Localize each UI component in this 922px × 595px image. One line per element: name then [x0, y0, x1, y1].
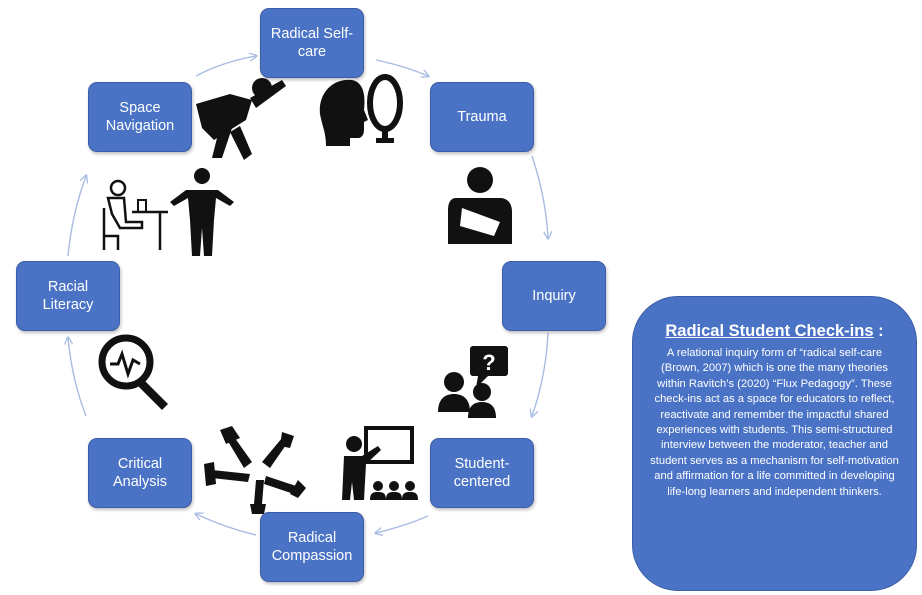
node-label-racial-literacy: Racial Literacy [42, 279, 94, 313]
node-radical-compassion: Radical Compassion [260, 512, 364, 582]
node-label-critical-analysis: Critical Analysis [113, 456, 167, 490]
cycle-arrows [68, 56, 548, 535]
svg-text:?: ? [482, 350, 495, 375]
node-radical-self-care: Radical Self- care [260, 8, 364, 78]
node-racial-literacy: Racial Literacy [16, 261, 120, 331]
callout-title-suffix: : [873, 322, 884, 340]
node-label-space-navigation: Space Navigation [105, 100, 175, 134]
callout-title: Radical Student Check-ins : [647, 321, 902, 341]
magnifier-pulse-icon [98, 334, 168, 410]
node-label-radical-self-care: Radical Self- care [270, 26, 354, 60]
superhero-flying-icon [196, 78, 286, 160]
node-inquiry: Inquiry [502, 261, 606, 331]
arrow-inquiry-to-student [532, 332, 549, 416]
teacher-presentation-icon [342, 426, 418, 500]
node-critical-analysis: Critical Analysis [88, 438, 192, 508]
callout-title-text: Radical Student Check-ins [665, 322, 874, 340]
arrow-literacy-to-space [67, 176, 86, 257]
node-label-inquiry: Inquiry [532, 288, 576, 304]
joined-hands-icon [204, 426, 306, 514]
node-label-trauma: Trauma [457, 109, 507, 125]
check-ins-callout: Radical Student Check-ins : A relational… [632, 296, 917, 591]
callout-body: A relational inquiry form of “radical se… [650, 347, 899, 498]
arrow-compassion-to-critical [196, 514, 257, 536]
arrow-trauma-to-inquiry [531, 155, 548, 238]
injured-arm-sling-icon [448, 167, 512, 244]
arrow-critical-to-literacy [68, 338, 87, 417]
arrow-space-to-selfcare [195, 56, 256, 77]
node-label-student-centered: Student- centered [453, 456, 511, 490]
node-space-navigation: Space Navigation [88, 82, 192, 152]
node-label-radical-compassion: Radical Compassion [271, 530, 353, 564]
arrow-student-to-compassion [376, 515, 429, 533]
question-group-icon: ? [438, 346, 508, 418]
arrow-selfcare-to-trauma [375, 59, 428, 76]
node-student-centered: Student- centered [430, 438, 534, 508]
node-trauma: Trauma [430, 82, 534, 152]
head-mirror-icon [319, 74, 403, 146]
person-desk-icon [102, 168, 234, 256]
